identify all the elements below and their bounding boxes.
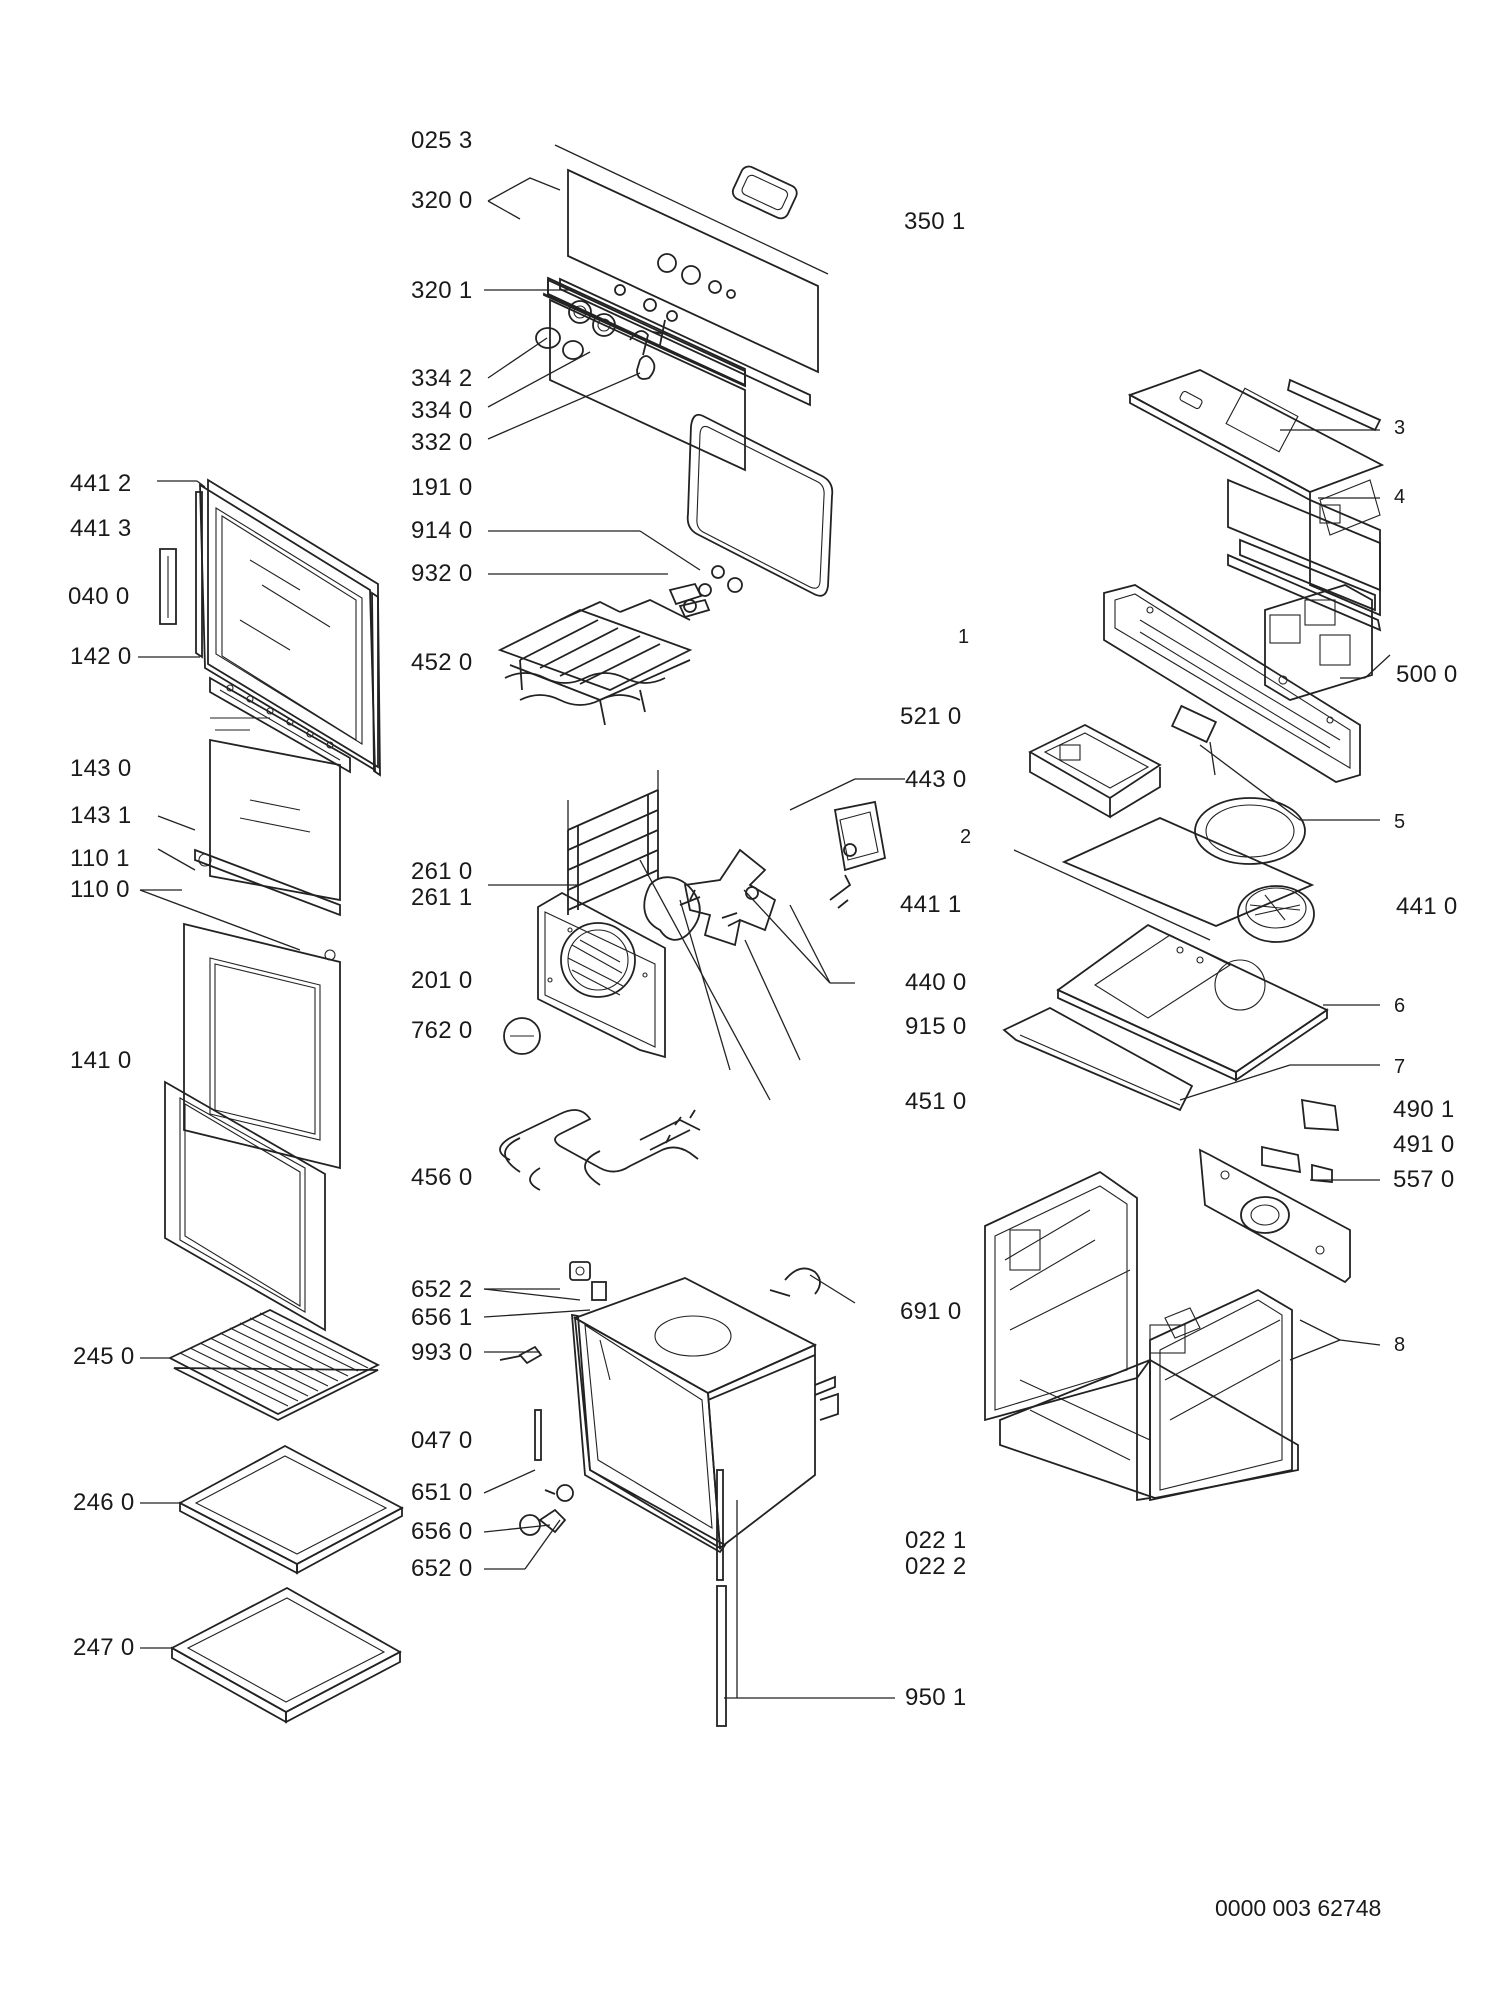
ref-number-6: 6 — [1394, 995, 1406, 1017]
callout-201-0: 201 0 — [411, 967, 473, 994]
top-insulation-plate — [1056, 923, 1329, 1082]
callout-350-1: 350 1 — [904, 208, 966, 235]
fan-cover-clip — [503, 1017, 541, 1055]
callout-762-0: 762 0 — [411, 1017, 473, 1044]
wire-shelf — [167, 1308, 381, 1422]
shelf-support-rack — [497, 599, 693, 726]
callout-191-0: 191 0 — [411, 474, 473, 501]
callout-141-0: 141 0 — [70, 1047, 132, 1074]
cooling-fan — [1237, 885, 1315, 943]
ref-number-2: 2 — [960, 826, 972, 848]
callout-143-0: 143 0 — [70, 755, 132, 782]
callout-110-1: 110 1 — [70, 845, 130, 872]
callout-915-0: 915 0 — [905, 1013, 967, 1040]
door-outer-frame — [159, 478, 381, 777]
callout-993-0: 993 0 — [411, 1339, 473, 1366]
document-reference-number: 0000 003 62748 — [1215, 1895, 1382, 1921]
oven-cavity — [571, 1267, 839, 1581]
ref-number-1: 1 — [958, 626, 970, 648]
callout-652-0: 652 0 — [411, 1555, 473, 1582]
callout-334-2: 334 2 — [411, 365, 473, 392]
callout-110-0: 110 0 — [70, 876, 130, 903]
callout-521-0: 521 0 — [900, 703, 962, 730]
callout-691-0: 691 0 — [900, 1298, 962, 1325]
callout-245-0: 245 0 — [73, 1343, 135, 1370]
callout-451-0: 451 0 — [905, 1088, 967, 1115]
oven-lamp-parts — [499, 1261, 607, 1536]
inner-glass — [194, 738, 341, 961]
control-pcb — [1264, 584, 1373, 701]
callout-652-2: 652 2 — [411, 1276, 473, 1303]
top-plate-with-fan — [1013, 797, 1315, 941]
ref-number-7: 7 — [1394, 1056, 1406, 1078]
fan-blade — [683, 848, 777, 947]
callout-047-0: 047 0 — [411, 1427, 473, 1454]
baking-tray — [178, 1444, 404, 1575]
callout-247-0: 247 0 — [73, 1634, 135, 1661]
callout-246-0: 246 0 — [73, 1489, 135, 1516]
callout-261-0: 261 0 — [411, 858, 473, 885]
callout-022-2: 022 2 — [905, 1553, 967, 1580]
callout-143-1: 143 1 — [70, 802, 132, 829]
callout-500-0: 500 0 — [1396, 661, 1458, 688]
outer-casing — [984, 1170, 1299, 1502]
callout-320-1: 320 1 — [411, 277, 473, 304]
callout-025-3: 025 3 — [411, 127, 473, 154]
callout-932-0: 932 0 — [411, 560, 473, 587]
fan-cover — [537, 891, 666, 1059]
door-seal — [686, 413, 834, 597]
control-panel-assembly — [535, 165, 819, 472]
callout-022-1: 022 1 — [905, 1527, 967, 1554]
callout-441-3: 441 3 — [70, 515, 132, 542]
callout-914-0: 914 0 — [411, 517, 473, 544]
callout-441-2: 441 2 — [70, 470, 132, 497]
bracket-521 — [1028, 723, 1162, 819]
callout-441-1: 441 1 — [900, 891, 962, 918]
callout-441-0: 441 0 — [1396, 893, 1458, 920]
callout-557-0: 557 0 — [1393, 1166, 1455, 1193]
ref-number-3: 3 — [1394, 417, 1406, 439]
side-shelf-supports — [567, 770, 659, 915]
deep-tray — [170, 1586, 402, 1724]
callout-142-0: 142 0 — [70, 643, 132, 670]
callout-320-0: 320 0 — [411, 187, 473, 214]
callout-452-0: 452 0 — [411, 649, 473, 676]
callout-334-0: 334 0 — [411, 397, 473, 424]
door-inner-frame — [164, 922, 341, 1332]
callout-332-0: 332 0 — [411, 429, 473, 456]
door-side-strip — [716, 1585, 727, 1727]
callout-456-0: 456 0 — [411, 1164, 473, 1191]
rear-strip — [1002, 1006, 1194, 1112]
callout-491-0: 491 0 — [1393, 1131, 1455, 1158]
rear-terminal-block — [1198, 1098, 1351, 1284]
callout-443-0: 443 0 — [905, 766, 967, 793]
callout-950-1: 950 1 — [905, 1684, 967, 1711]
circular-heating-element — [643, 876, 741, 941]
callout-651-0: 651 0 — [411, 1479, 473, 1506]
ref-number-8: 8 — [1394, 1334, 1406, 1356]
callout-656-0: 656 0 — [411, 1518, 473, 1545]
ref-number-4: 4 — [1394, 486, 1406, 508]
callout-656-1: 656 1 — [411, 1304, 473, 1331]
callout-490-1: 490 1 — [1393, 1096, 1455, 1123]
callout-261-1: 261 1 — [411, 884, 473, 911]
fan-motor — [829, 800, 887, 909]
callout-040-0: 040 0 — [68, 583, 130, 610]
top-cover-and-controls — [1127, 369, 1385, 632]
front-panel-support — [1103, 584, 1361, 783]
ref-number-5: 5 — [1394, 811, 1406, 833]
fasteners-914-932 — [668, 565, 743, 619]
grill-heating-element — [499, 1109, 701, 1191]
leader-lines — [138, 144, 1391, 1699]
callout-440-0: 440 0 — [905, 969, 967, 996]
